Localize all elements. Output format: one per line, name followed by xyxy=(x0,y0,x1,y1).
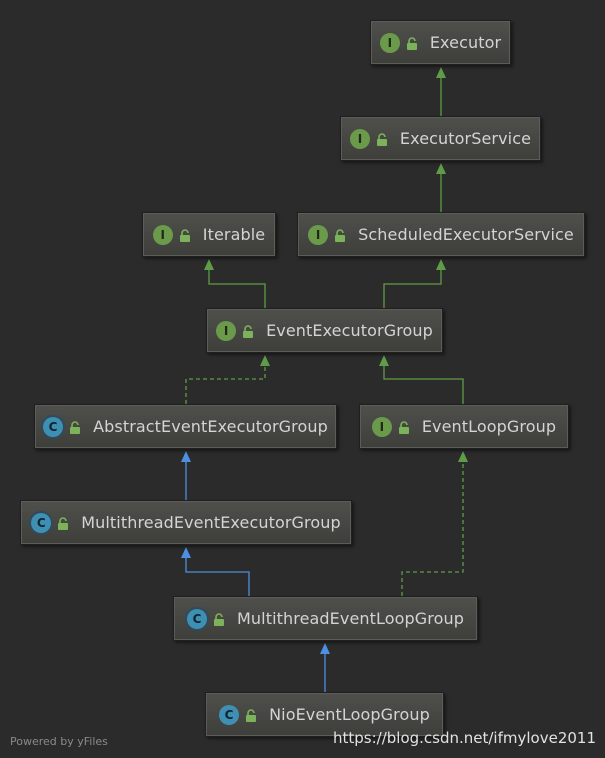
node-label: ScheduledExecutorService xyxy=(358,225,574,244)
edge-arrowhead xyxy=(436,259,446,270)
public-access-icon xyxy=(244,708,258,722)
edge-arrowhead xyxy=(458,451,468,462)
edge-arrowhead xyxy=(320,643,330,654)
node-multithread-event-executor-group[interactable]: C MultithreadEventExecutorGroup xyxy=(20,500,352,545)
public-access-icon xyxy=(212,612,226,626)
node-executor-service[interactable]: I ExecutorService xyxy=(340,116,541,161)
edge-line xyxy=(185,556,250,596)
edge-line xyxy=(401,460,464,596)
edge-arrowhead xyxy=(436,67,446,78)
public-access-icon xyxy=(178,228,192,242)
powered-by-text: Powered by yFiles xyxy=(10,735,108,748)
interface-icon: I xyxy=(371,416,392,437)
edge-arrowhead xyxy=(260,355,270,366)
node-label: NioEventLoopGroup xyxy=(269,705,430,724)
edge-line xyxy=(208,268,266,308)
class-icon: C xyxy=(187,608,208,629)
edge-arrowhead xyxy=(436,163,446,174)
interface-icon: I xyxy=(349,128,370,149)
edge-scheduled-executor-service-to-executor-service xyxy=(436,163,446,212)
node-event-executor-group[interactable]: I EventExecutorGroup xyxy=(206,308,443,353)
interface-icon: I xyxy=(308,224,329,245)
watermark-url: https://blog.csdn.net/ifmylove2011 xyxy=(332,729,596,747)
node-label: EventLoopGroup xyxy=(421,417,557,436)
interface-icon: I xyxy=(216,320,237,341)
node-event-loop-group[interactable]: I EventLoopGroup xyxy=(359,404,569,449)
node-label: ExecutorService xyxy=(399,129,532,148)
edge-event-executor-group-to-iterable xyxy=(204,259,266,308)
public-access-icon xyxy=(68,420,82,434)
edge-arrowhead xyxy=(204,259,214,270)
edge-line xyxy=(383,364,464,404)
public-access-icon xyxy=(397,420,411,434)
edge-event-loop-group-to-event-executor-group xyxy=(379,355,464,404)
edge-executor-service-to-executor xyxy=(436,67,446,116)
node-abstract-event-executor-group[interactable]: C AbstractEventExecutorGroup xyxy=(34,404,337,449)
public-access-icon xyxy=(405,36,419,50)
class-icon: C xyxy=(219,704,240,725)
edge-arrowhead xyxy=(181,451,191,462)
public-access-icon xyxy=(375,132,389,146)
edge-multithread-event-executor-group-to-abstract-event-executor-group xyxy=(181,451,191,500)
edge-nio-event-loop-group-to-multithread-event-loop-group xyxy=(320,643,330,692)
public-access-icon xyxy=(56,516,70,530)
edge-line xyxy=(383,268,442,308)
public-access-icon xyxy=(241,324,255,338)
node-label: Executor xyxy=(429,33,502,52)
edge-abstract-event-executor-group-to-event-executor-group xyxy=(185,355,270,404)
node-label: Iterable xyxy=(202,225,266,244)
edge-event-executor-group-to-scheduled-executor-service xyxy=(383,259,446,308)
class-icon: C xyxy=(31,512,52,533)
node-scheduled-executor-service[interactable]: I ScheduledExecutorService xyxy=(297,212,585,257)
node-label: MultithreadEventExecutorGroup xyxy=(81,513,341,532)
edge-multithread-event-loop-group-to-multithread-event-executor-group xyxy=(181,547,250,596)
edge-arrowhead xyxy=(379,355,389,366)
node-iterable[interactable]: I Iterable xyxy=(142,212,276,257)
node-label: MultithreadEventLoopGroup xyxy=(237,609,464,628)
node-multithread-event-loop-group[interactable]: C MultithreadEventLoopGroup xyxy=(173,596,478,641)
node-label: EventExecutorGroup xyxy=(266,321,433,340)
public-access-icon xyxy=(333,228,347,242)
edge-multithread-event-loop-group-to-event-loop-group xyxy=(401,451,468,596)
node-nio-event-loop-group[interactable]: C NioEventLoopGroup xyxy=(205,692,444,737)
interface-icon: I xyxy=(152,224,173,245)
node-executor[interactable]: I Executor xyxy=(370,20,511,65)
class-icon: C xyxy=(43,416,64,437)
node-label: AbstractEventExecutorGroup xyxy=(93,417,328,436)
edge-line xyxy=(185,364,266,404)
interface-icon: I xyxy=(379,32,400,53)
edge-arrowhead xyxy=(181,547,191,558)
